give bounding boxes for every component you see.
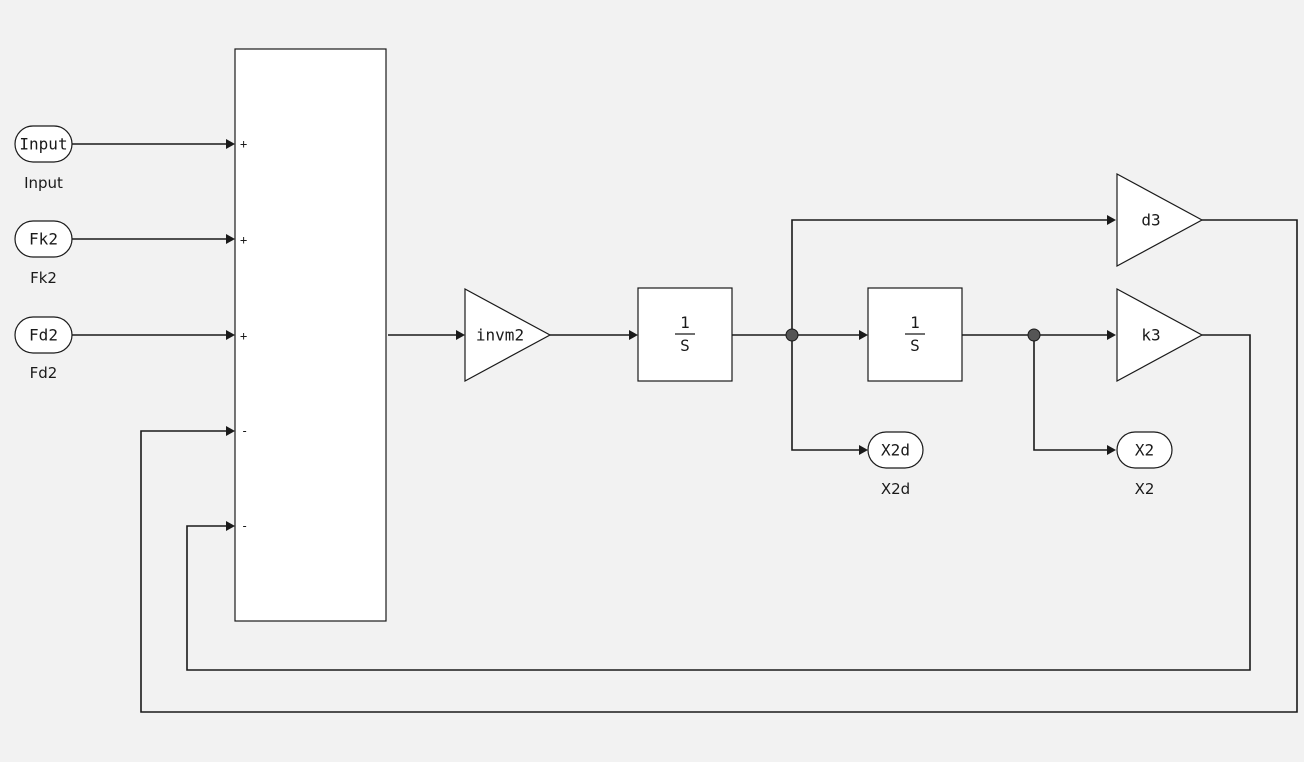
integrator-1-denominator: S xyxy=(680,336,690,355)
arrowhead xyxy=(226,521,235,531)
wire-k3-feedback xyxy=(186,334,1251,671)
inport-fk2-label: Fk2 xyxy=(30,269,57,287)
integrator-2-denominator: S xyxy=(910,336,920,355)
arrowhead xyxy=(1107,215,1116,225)
inport-input-label: Input xyxy=(24,174,63,192)
arrowhead xyxy=(226,139,235,149)
wire-branch-to-x2d xyxy=(791,335,861,451)
branch-point-2 xyxy=(1027,328,1041,342)
inport-fd2-name: Fd2 xyxy=(29,326,58,345)
wire-d3-feedback xyxy=(140,219,1298,713)
gain-d3[interactable]: d3 xyxy=(1116,172,1204,268)
sum-block[interactable]: + + + - - xyxy=(234,48,387,622)
gain-k3-label: k3 xyxy=(1141,326,1160,345)
arrowhead xyxy=(226,234,235,244)
wire-branch-to-x2 xyxy=(1033,335,1109,451)
arrowhead xyxy=(226,330,235,340)
gain-invm2-label: invm2 xyxy=(476,326,524,345)
sum-sign-5: - xyxy=(241,519,248,533)
inport-fd2-label: Fd2 xyxy=(30,364,58,382)
integrator-2-numerator: 1 xyxy=(910,313,920,332)
arrowhead xyxy=(226,426,235,436)
outport-x2d[interactable]: X2d xyxy=(867,431,924,469)
sum-sign-4: - xyxy=(241,424,248,438)
sum-sign-1: + xyxy=(240,137,247,151)
arrowhead xyxy=(1107,445,1116,455)
wire-branch-to-d3 xyxy=(791,219,1109,335)
integrator-1[interactable]: 1 S xyxy=(637,287,733,382)
outport-x2[interactable]: X2 xyxy=(1116,431,1173,469)
outport-x2d-name: X2d xyxy=(881,441,910,460)
arrowhead xyxy=(1107,330,1116,340)
arrowhead xyxy=(629,330,638,340)
outport-x2-label: X2 xyxy=(1135,480,1155,498)
inport-input-name: Input xyxy=(19,135,67,154)
sum-sign-2: + xyxy=(240,233,247,247)
sum-sign-3: + xyxy=(240,329,247,343)
gain-k3[interactable]: k3 xyxy=(1116,287,1204,383)
inport-input[interactable]: Input xyxy=(14,125,73,163)
arrowheads xyxy=(226,139,1116,531)
inport-fd2[interactable]: Fd2 xyxy=(14,316,73,354)
arrowhead xyxy=(859,330,868,340)
arrowhead xyxy=(859,445,868,455)
gain-d3-label: d3 xyxy=(1141,211,1160,230)
branch-point-1 xyxy=(785,328,799,342)
arrowhead xyxy=(456,330,465,340)
gain-invm2[interactable]: invm2 xyxy=(464,287,552,383)
integrator-1-numerator: 1 xyxy=(680,313,690,332)
integrator-2[interactable]: 1 S xyxy=(867,287,963,382)
outport-x2d-label: X2d xyxy=(881,480,910,498)
outport-x2-name: X2 xyxy=(1135,441,1154,460)
inport-fk2[interactable]: Fk2 xyxy=(14,220,73,258)
inport-fk2-name: Fk2 xyxy=(29,230,58,249)
